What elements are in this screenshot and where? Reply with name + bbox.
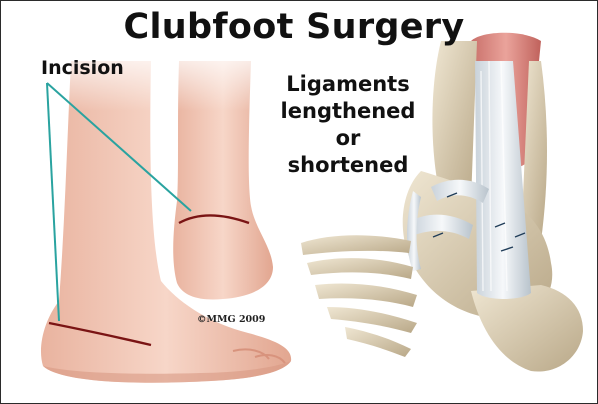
copyright-notice: ©MMG 2009: [197, 314, 265, 325]
ligaments-label-line-4: shortened: [273, 152, 423, 179]
ligaments-label: Ligaments lengthened or shortened: [273, 71, 423, 179]
ligaments-label-line-1: Ligaments: [273, 71, 423, 98]
incision-label: Incision: [41, 57, 124, 79]
page-title: Clubfoot Surgery: [119, 7, 469, 47]
ligaments-label-line-2: lengthened: [273, 98, 423, 125]
back-foot-heel-view: [171, 41, 273, 299]
leader-line-to-ankle: [47, 83, 59, 321]
ligaments-label-line-3: or: [273, 125, 423, 152]
